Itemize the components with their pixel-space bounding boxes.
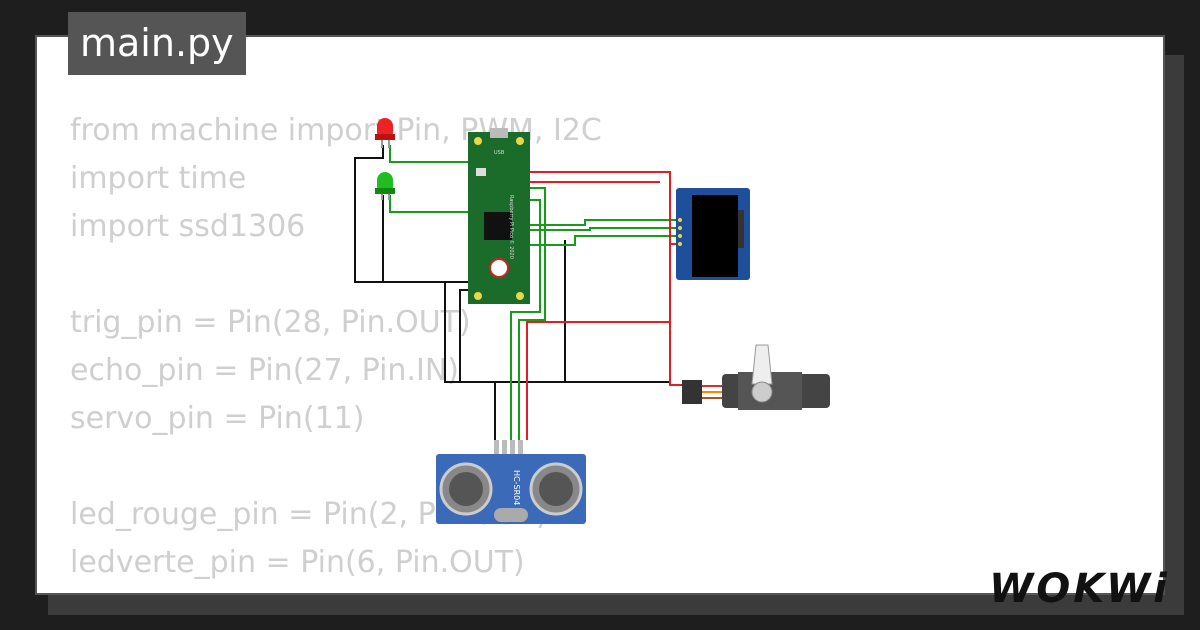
code-line: import ssd1306 bbox=[70, 209, 306, 244]
wokwi-logo: WOKWi bbox=[989, 566, 1170, 612]
pico-label: Raspberry Pi Pico © 2020 bbox=[508, 195, 515, 259]
code-line: trig_pin = Pin(28, Pin.OUT) bbox=[70, 305, 471, 340]
red-wires bbox=[526, 171, 682, 440]
red-led[interactable] bbox=[375, 118, 395, 148]
oled-display[interactable] bbox=[676, 188, 750, 280]
green-wires bbox=[389, 145, 676, 440]
code-line: servo_pin = Pin(11) bbox=[70, 401, 365, 436]
code-line: ledverte_pin = Pin(6, Pin.OUT) bbox=[70, 545, 525, 580]
green-led[interactable] bbox=[375, 172, 395, 200]
servo-motor[interactable] bbox=[682, 344, 830, 410]
code-line: from machine import Pin, PWM, I2C bbox=[70, 113, 602, 148]
code-preview: from machine import Pin, PWM, I2C import … bbox=[70, 107, 602, 593]
code-line: import time bbox=[70, 161, 247, 196]
file-tab[interactable]: main.py bbox=[68, 12, 246, 75]
black-wires bbox=[354, 145, 670, 440]
pico-usb-label: USB bbox=[494, 150, 505, 156]
pico-board[interactable]: Raspberry Pi Pico © 2020 USB bbox=[468, 128, 530, 304]
preview-card: from machine import Pin, PWM, I2C import … bbox=[35, 35, 1165, 595]
sensor-label: HC-SR04 bbox=[512, 470, 521, 505]
code-line: echo_pin = Pin(27, Pin.IN) bbox=[70, 353, 459, 388]
ultrasonic-sensor[interactable]: HC-SR04 bbox=[436, 440, 586, 524]
